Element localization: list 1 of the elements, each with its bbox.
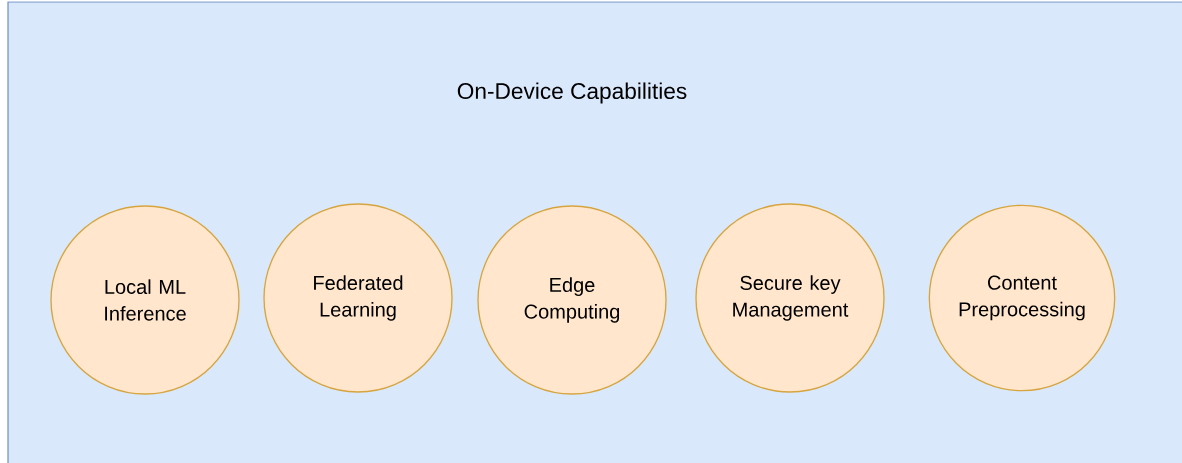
panel-title: On-Device Capabilities	[457, 82, 687, 104]
